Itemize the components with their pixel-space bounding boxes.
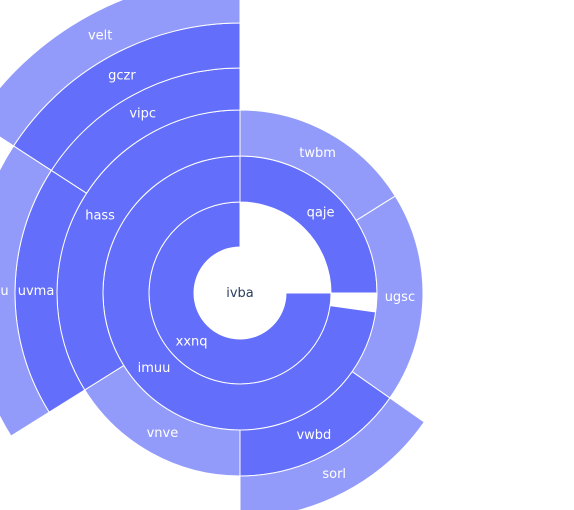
sunburst-label-velt: velt: [88, 29, 112, 44]
sunburst-label-uoyu: uoyu: [0, 284, 9, 299]
sunburst-label-vipc: vipc: [129, 107, 156, 122]
center-node-ivba[interactable]: [194, 247, 286, 339]
sunburst-label-qaje: qaje: [307, 205, 335, 220]
sunburst-arc-sorl[interactable]: [239, 397, 426, 510]
sunburst-arc-velt[interactable]: [0, 0, 241, 147]
sunburst-label-hass: hass: [85, 208, 115, 223]
sunburst-label-uvma: uvma: [18, 284, 55, 299]
center-node-label: ivba: [226, 286, 254, 301]
sunburst-label-xxnq: xxnq: [176, 334, 208, 349]
sunburst-arc-uoyu[interactable]: [0, 145, 52, 437]
sunburst-label-imuu: imuu: [138, 361, 171, 376]
sunburst-label-vwbd: vwbd: [296, 428, 331, 443]
sunburst-label-ugsc: ugsc: [385, 290, 415, 305]
sunburst-label-vnve: vnve: [147, 426, 179, 441]
sunburst-label-gczr: gczr: [108, 69, 136, 84]
sunburst-label-twbm: twbm: [299, 146, 336, 161]
sunburst-label-sorl: sorl: [322, 467, 346, 482]
